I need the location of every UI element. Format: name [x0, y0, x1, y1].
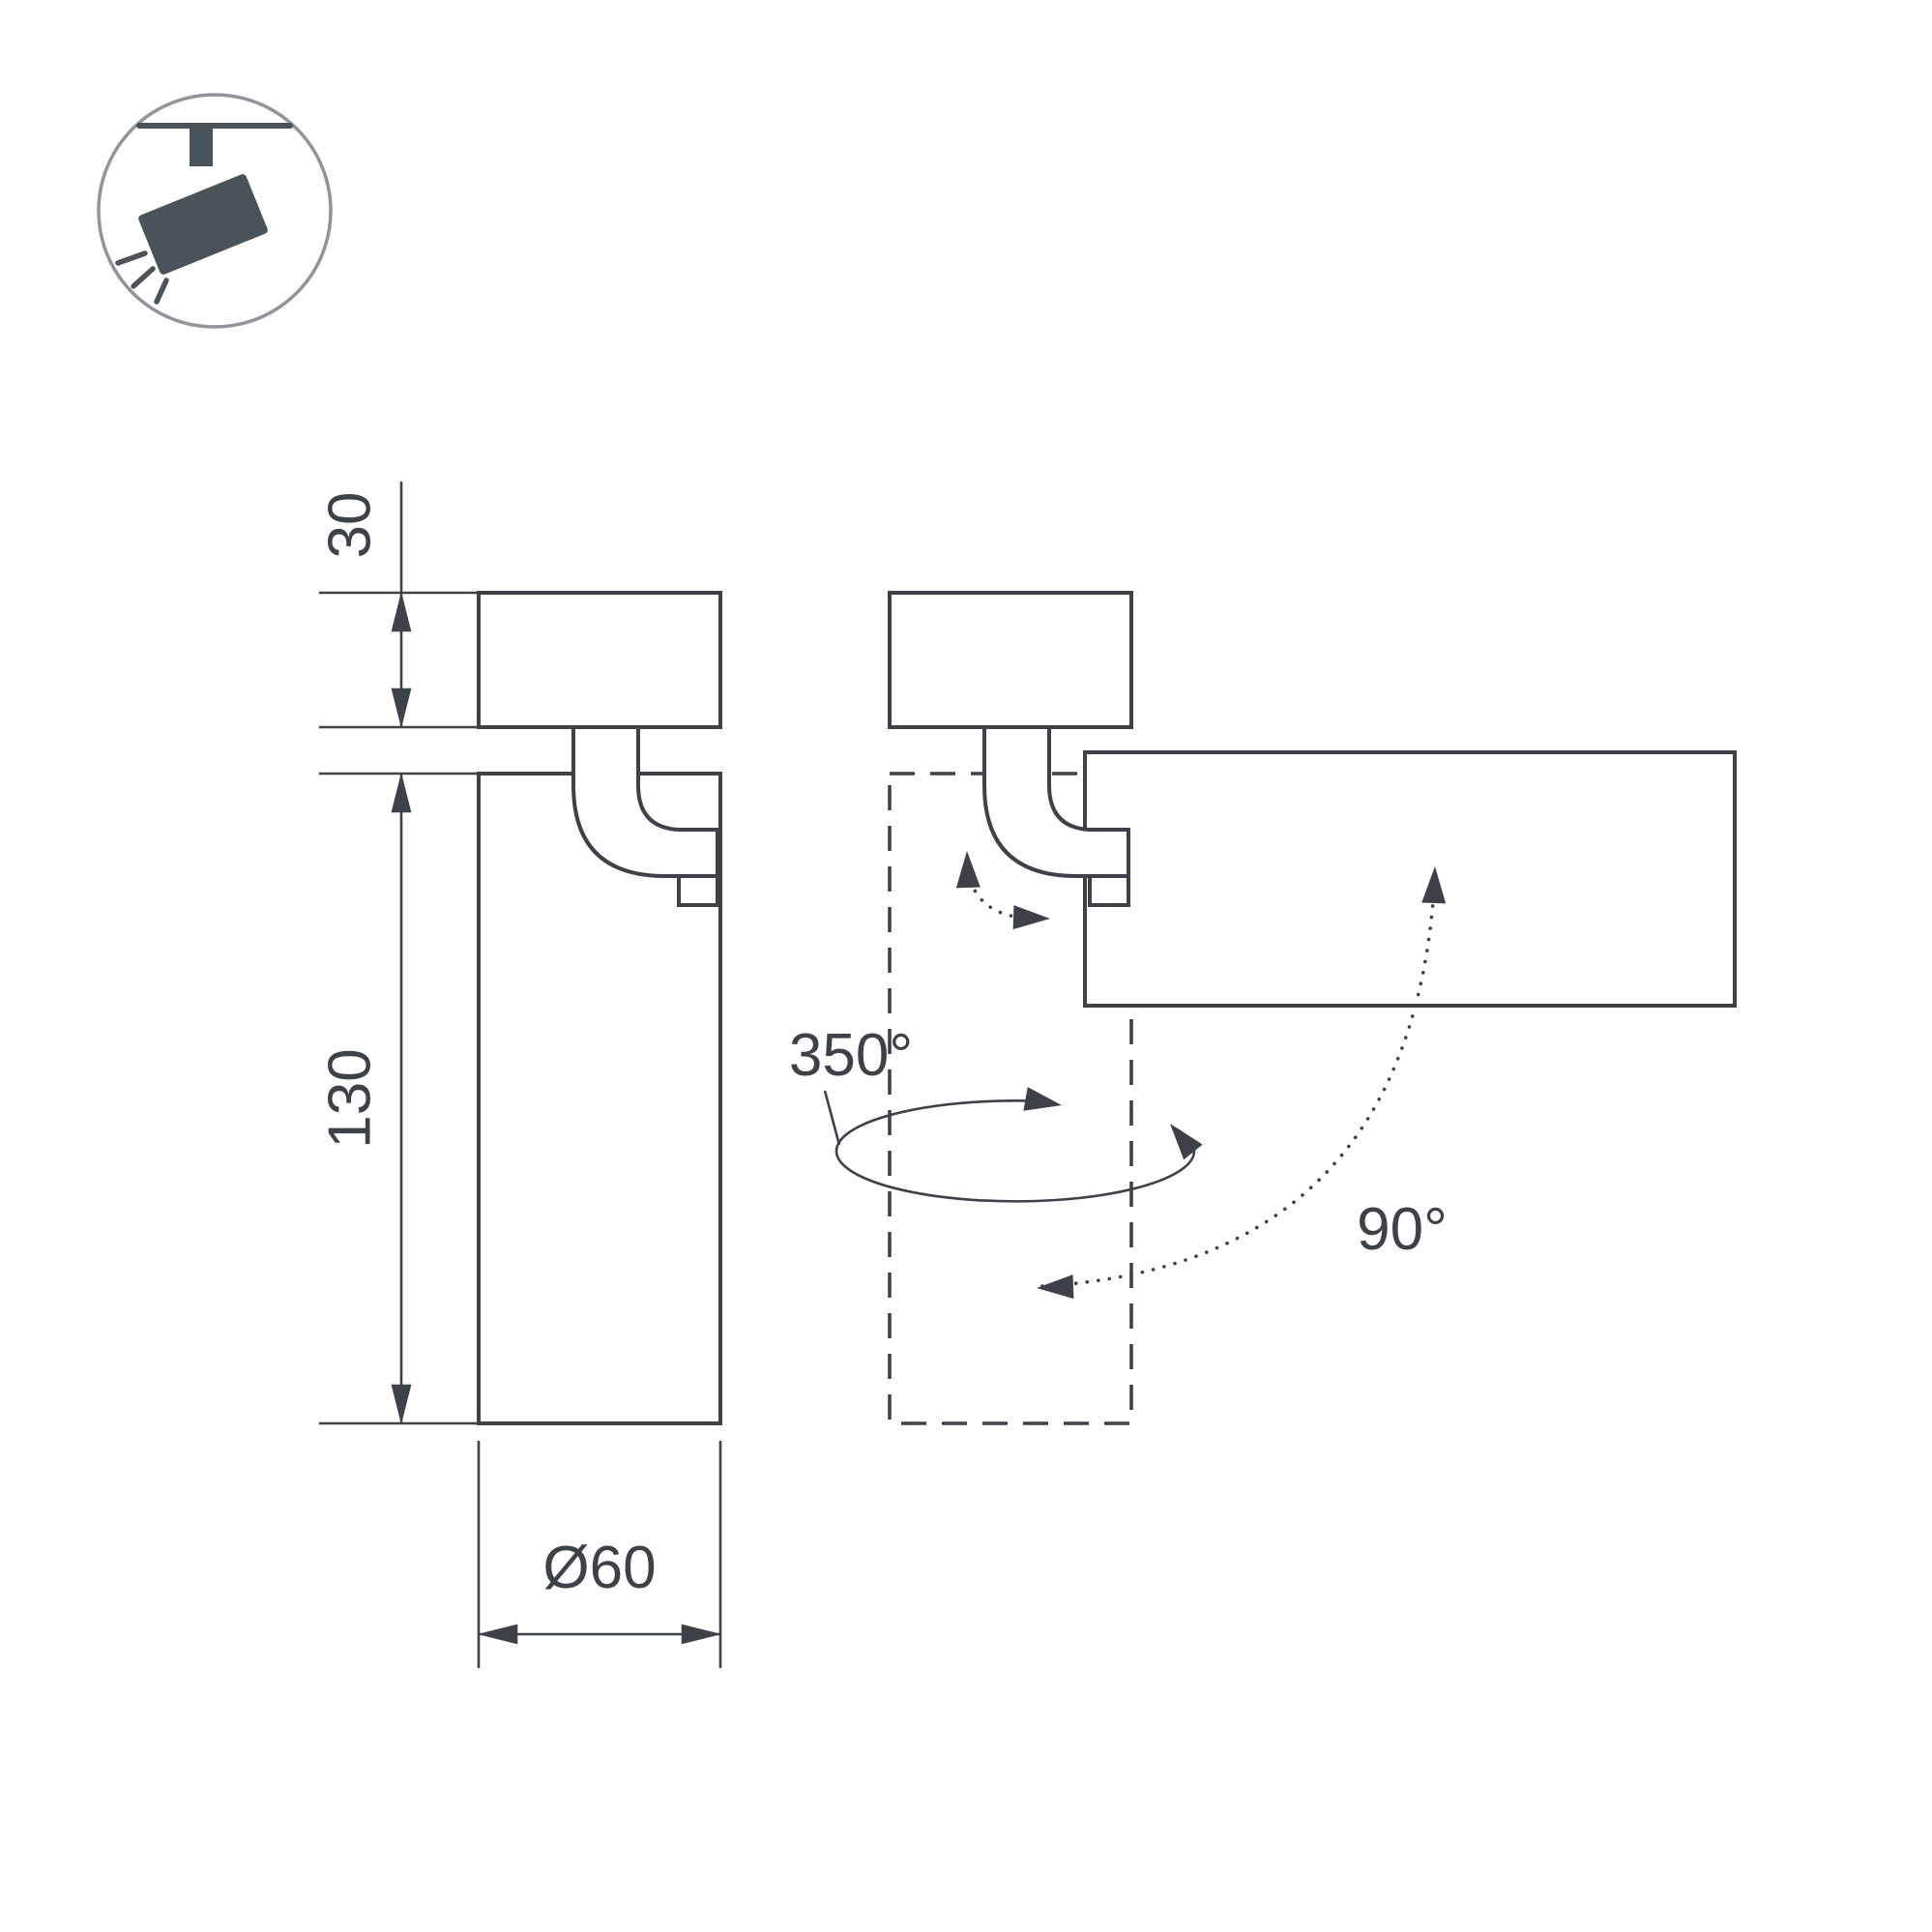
- dimension-body-length: 130: [317, 772, 479, 1425]
- luminaire-side-view: [477, 591, 722, 1425]
- mounting-base-outline: [888, 591, 1133, 729]
- mounting-base-outline: [477, 591, 722, 729]
- icon-light-ray: [115, 250, 148, 266]
- icon-light-ray: [154, 278, 169, 305]
- pivot-arm: [982, 725, 1130, 878]
- arrowhead: [1037, 1274, 1074, 1300]
- annotation-tilt-rotation: 90°: [955, 851, 1448, 1300]
- pan-rotation-ellipse-arc: [834, 1127, 1196, 1203]
- arrowhead: [1012, 905, 1050, 930]
- pan-rotation-ellipse-arc: [834, 1099, 1045, 1152]
- dimension-base-height: 30: [317, 482, 479, 729]
- icon-mount-stem: [190, 126, 213, 166]
- tilt-sweep-arc: [1040, 873, 1437, 1288]
- label-pan-rotation: 350°: [789, 1022, 913, 1089]
- arrowhead: [1023, 1087, 1062, 1111]
- arrowhead: [1421, 866, 1447, 904]
- label-tilt-rotation: 90°: [1357, 1196, 1448, 1263]
- icon-light-ray: [131, 266, 156, 289]
- luminaire-rotated-view: [888, 591, 1737, 1425]
- dimension-label-diameter: Ø60: [542, 1535, 656, 1601]
- leader-line: [823, 1090, 841, 1146]
- pivot-arm: [571, 725, 719, 878]
- dimension-label-body-length: 130: [317, 1048, 384, 1148]
- annotation-pan-rotation: 350°: [789, 1022, 1203, 1203]
- dimension-label-base-height: 30: [317, 492, 384, 559]
- track-spotlight-icon: [97, 93, 333, 329]
- arrowhead: [1170, 1124, 1203, 1160]
- dimension-diameter: Ø60: [477, 1441, 722, 1668]
- icon-lamp-body: [138, 174, 268, 275]
- arrowhead: [955, 851, 981, 889]
- tilted-body-outline: [1083, 750, 1737, 1008]
